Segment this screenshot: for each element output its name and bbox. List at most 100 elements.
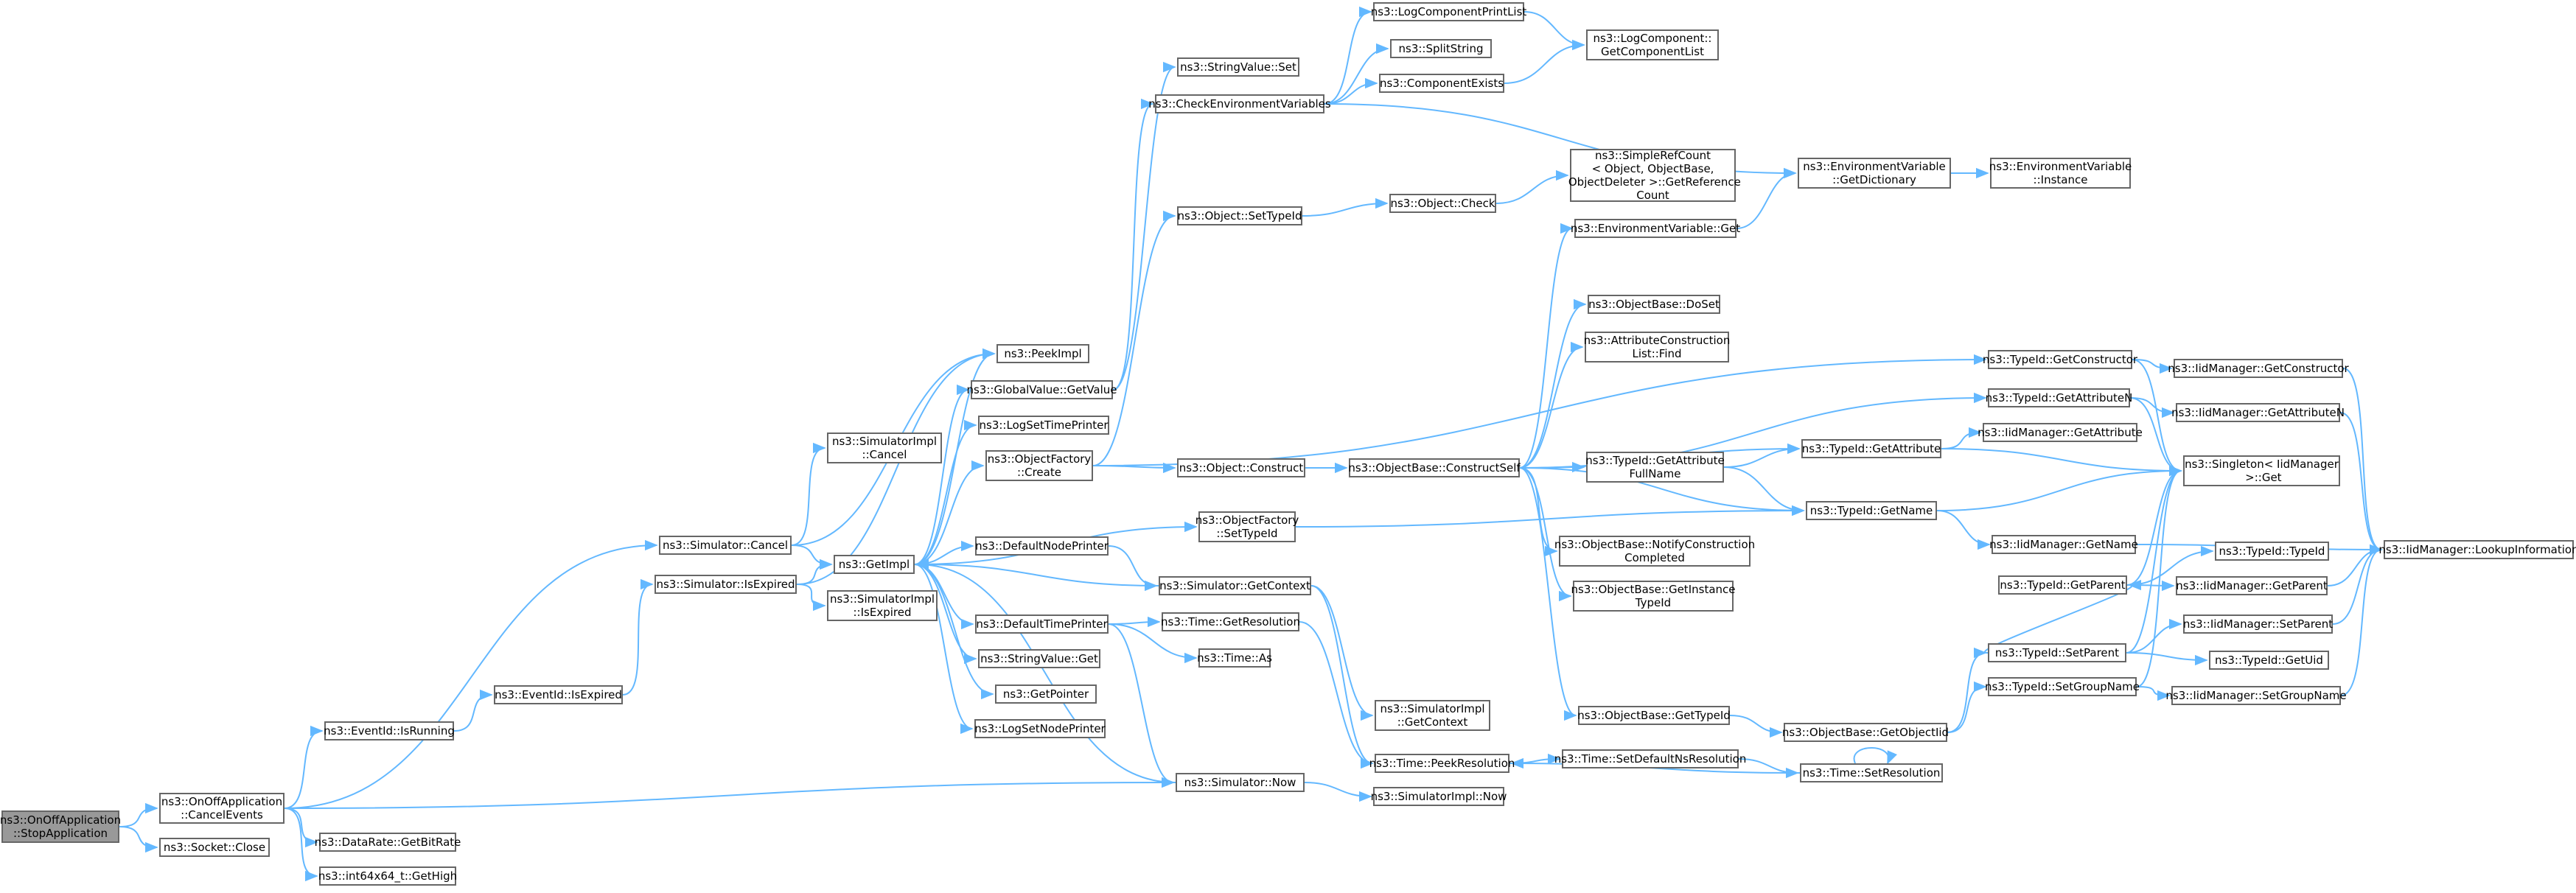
call-edge-objbasegettypeid-to-getobjectiid bbox=[1729, 715, 1783, 738]
call-edge-typeidgetattrfullname-to-typeidgetname bbox=[1723, 466, 1805, 516]
graph-node-simimplisexpired[interactable]: ns3::SimulatorImpl ::IsExpired bbox=[827, 590, 938, 621]
graph-node-simimplnow[interactable]: ns3::SimulatorImpl::Now bbox=[1371, 787, 1507, 806]
call-edge-typeidsetparent-to-typeidgetuid bbox=[2126, 652, 2208, 666]
graph-node-defaulttimeprinter[interactable]: ns3::DefaultTimePrinter bbox=[975, 614, 1109, 634]
call-edge-typeidgetname-to-singletonget bbox=[1936, 465, 2182, 511]
graph-node-simgetcontext[interactable]: ns3::Simulator::GetContext bbox=[1159, 576, 1311, 595]
graph-node-getinstancetypeid[interactable]: ns3::ObjectBase::GetInstance TypeId bbox=[1571, 581, 1736, 612]
call-edge-defaulttimeprinter-to-timeas bbox=[1108, 623, 1198, 664]
call-edge-typeidsetparent-to-typeidgetparent bbox=[1984, 579, 2142, 654]
call-edge-typeidgetattribute-to-iidgetattribute bbox=[1941, 427, 1982, 449]
graph-node-socketclose[interactable]: ns3::Socket::Close bbox=[159, 838, 270, 857]
graph-node-getbitrate[interactable]: ns3::DataRate::GetBitRate bbox=[315, 833, 461, 852]
call-edge-getobjectiid-to-typeidsetparent bbox=[1947, 647, 1987, 733]
graph-node-singletonget[interactable]: ns3::Singleton< IidManager >::Get bbox=[2183, 455, 2340, 486]
graph-node-typeidtypeid[interactable]: ns3::TypeId::TypeId bbox=[2215, 542, 2329, 561]
call-edge-logcompprintlist-to-logcompgetlist bbox=[1523, 11, 1585, 51]
graph-node-envvarinstance[interactable]: ns3::EnvironmentVariable ::Instance bbox=[1989, 158, 2132, 189]
call-edge-stopapp-to-socketclose bbox=[119, 826, 158, 853]
graph-node-constructself[interactable]: ns3::ObjectBase::ConstructSelf bbox=[1348, 458, 1521, 477]
graph-node-setdefaultnsres[interactable]: ns3::Time::SetDefaultNsResolution bbox=[1554, 749, 1746, 768]
call-edge-objcheck-to-simplerefcount bbox=[1495, 169, 1569, 204]
graph-node-iidlookupinfo[interactable]: ns3::IidManager::LookupInformation bbox=[2378, 540, 2576, 559]
graph-node-iidgetattribute[interactable]: ns3::IidManager::GetAttribute bbox=[1978, 423, 2143, 442]
call-edge-defaultnodeprinter-to-simgetcontext bbox=[1108, 545, 1158, 592]
graph-node-simnow[interactable]: ns3::Simulator::Now bbox=[1176, 773, 1305, 792]
graph-node-typeidgetconstructor[interactable]: ns3::TypeId::GetConstructor bbox=[1983, 350, 2137, 369]
graph-node-peekimpl[interactable]: ns3::PeekImpl bbox=[996, 344, 1089, 363]
graph-node-getimpl[interactable]: ns3::GetImpl bbox=[834, 555, 915, 574]
call-edge-constructself-to-attrconstructfind bbox=[1519, 341, 1584, 469]
graph-node-iidsetparent[interactable]: ns3::IidManager::SetParent bbox=[2183, 614, 2333, 634]
graph-node-objfactorysettypeid[interactable]: ns3::ObjectFactory ::SetTypeId bbox=[1195, 511, 1299, 542]
graph-node-checkenv[interactable]: ns3::CheckEnvironmentVariables bbox=[1148, 94, 1331, 113]
graph-node-getobjectiid[interactable]: ns3::ObjectBase::GetObjectIid bbox=[1782, 723, 1949, 742]
call-edge-setdefaultnsres-to-timesetresolution bbox=[1738, 758, 1799, 779]
graph-node-eventidisexpired[interactable]: ns3::EventId::IsExpired bbox=[494, 685, 623, 704]
graph-node-typeidgetuid[interactable]: ns3::TypeId::GetUid bbox=[2209, 651, 2329, 670]
call-edge-getimpl-to-globalgetvalue bbox=[914, 384, 970, 565]
graph-node-stringvalueset[interactable]: ns3::StringValue::Set bbox=[1177, 57, 1299, 77]
graph-node-eventidisrunning[interactable]: ns3::EventId::IsRunning bbox=[324, 721, 455, 740]
call-edge-cancelevents-to-simcancel bbox=[284, 539, 658, 809]
graph-node-objconstruct[interactable]: ns3::Object::Construct bbox=[1177, 458, 1305, 477]
graph-node-cancelevents[interactable]: ns3::OnOffApplication ::CancelEvents bbox=[159, 793, 285, 824]
call-edge-simgetcontext-to-peekresolution bbox=[1310, 585, 1374, 769]
graph-node-iidgetconstructor[interactable]: ns3::IidManager::GetConstructor bbox=[2168, 359, 2349, 378]
graph-node-stopapp: ns3::OnOffApplication ::StopApplication bbox=[0, 810, 121, 843]
graph-node-timesetresolution[interactable]: ns3::Time::SetResolution bbox=[1800, 763, 1943, 782]
graph-node-typeidgetattributen[interactable]: ns3::TypeId::GetAttributeN bbox=[1986, 388, 2132, 407]
graph-node-iidsetgroupname[interactable]: ns3::IidManager::SetGroupName bbox=[2165, 686, 2347, 705]
call-edge-objfactorycreate-to-objsettypeid bbox=[1092, 210, 1176, 466]
call-edge-simisexpired-to-simimplisexpired bbox=[796, 584, 826, 612]
graph-node-simisexpired[interactable]: ns3::Simulator::IsExpired bbox=[655, 575, 797, 594]
graph-node-simcancel[interactable]: ns3::Simulator::Cancel bbox=[659, 536, 792, 555]
call-edge-iidgetconstructor-to-iidlookupinfo bbox=[2342, 368, 2383, 556]
graph-node-objcheck[interactable]: ns3::Object::Check bbox=[1389, 194, 1496, 213]
graph-node-logcompprintlist[interactable]: ns3::LogComponentPrintList bbox=[1371, 2, 1526, 21]
graph-node-objbasegettypeid[interactable]: ns3::ObjectBase::GetTypeId bbox=[1577, 706, 1731, 725]
graph-node-gethigh[interactable]: ns3::int64x64_t::GetHigh bbox=[318, 866, 457, 886]
call-edge-stopapp-to-cancelevents bbox=[119, 802, 158, 827]
graph-node-simimplgetcontext[interactable]: ns3::SimulatorImpl ::GetContext bbox=[1375, 700, 1490, 731]
call-edge-getimpl-to-getpointer bbox=[914, 564, 994, 700]
call-edge-constructself-to-envvarget bbox=[1519, 223, 1574, 469]
graph-node-iidgetname[interactable]: ns3::IidManager::GetName bbox=[1989, 535, 2138, 554]
graph-node-componentexists[interactable]: ns3::ComponentExists bbox=[1379, 74, 1504, 93]
graph-node-iidgetparent[interactable]: ns3::IidManager::GetParent bbox=[2176, 576, 2328, 595]
call-edge-eventidisrunning-to-eventidisexpired bbox=[453, 689, 493, 732]
graph-node-typeidsetgroupname[interactable]: ns3::TypeId::SetGroupName bbox=[1985, 677, 2140, 696]
graph-node-timegetresolution[interactable]: ns3::Time::GetResolution bbox=[1161, 612, 1300, 631]
graph-node-logsetnodeprinter[interactable]: ns3::LogSetNodePrinter bbox=[974, 719, 1106, 738]
graph-node-simplerefcount[interactable]: ns3::SimpleRefCount < Object, ObjectBase… bbox=[1568, 149, 1741, 202]
graph-node-logsettimeprinter[interactable]: ns3::LogSetTimePrinter bbox=[978, 416, 1109, 435]
graph-node-typeidgetparent[interactable]: ns3::TypeId::GetParent bbox=[1998, 575, 2127, 595]
graph-node-objsettypeid[interactable]: ns3::Object::SetTypeId bbox=[1177, 206, 1302, 225]
graph-node-splitstring[interactable]: ns3::SplitString bbox=[1390, 39, 1492, 58]
graph-node-stringvalueget[interactable]: ns3::StringValue::Get bbox=[978, 649, 1100, 668]
graph-node-logcompgetlist[interactable]: ns3::LogComponent:: GetComponentList bbox=[1586, 29, 1719, 60]
graph-node-defaultnodeprinter[interactable]: ns3::DefaultNodePrinter bbox=[975, 536, 1109, 556]
graph-node-getpointer[interactable]: ns3::GetPointer bbox=[995, 684, 1097, 704]
graph-node-notifyconstructioncompleted[interactable]: ns3::ObjectBase::NotifyConstruction Comp… bbox=[1554, 536, 1755, 567]
graph-node-typeidgetattrfullname[interactable]: ns3::TypeId::GetAttribute FullName bbox=[1585, 452, 1725, 483]
graph-node-iidgetattributen[interactable]: ns3::IidManager::GetAttributeN bbox=[2171, 403, 2345, 422]
call-edge-objfactorysettypeid-to-typeidgetname bbox=[1295, 505, 1805, 528]
graph-node-globalgetvalue[interactable]: ns3::GlobalValue::GetValue bbox=[966, 380, 1117, 399]
graph-node-typeidsetparent[interactable]: ns3::TypeId::SetParent bbox=[1988, 643, 2126, 662]
graph-node-peekresolution[interactable]: ns3::Time::PeekResolution bbox=[1369, 754, 1515, 773]
graph-node-timeas[interactable]: ns3::Time::As bbox=[1197, 648, 1272, 668]
graph-node-typeidgetname[interactable]: ns3::TypeId::GetName bbox=[1806, 501, 1937, 520]
graph-node-objfactorycreate[interactable]: ns3::ObjectFactory ::Create bbox=[985, 450, 1093, 481]
graph-node-attrconstructfind[interactable]: ns3::AttributeConstruction List::Find bbox=[1584, 332, 1730, 363]
call-edge-typeidgetattrfullname-to-typeidgetattribute bbox=[1723, 443, 1801, 468]
graph-node-envvarget[interactable]: ns3::EnvironmentVariable::Get bbox=[1571, 219, 1740, 238]
graph-node-objbasedoset[interactable]: ns3::ObjectBase::DoSet bbox=[1588, 295, 1720, 314]
graph-node-simimplcancel[interactable]: ns3::SimulatorImpl ::Cancel bbox=[827, 433, 942, 463]
call-edge-constructself-to-objbasegettypeid bbox=[1519, 467, 1577, 721]
graph-node-typeidgetattribute[interactable]: ns3::TypeId::GetAttribute bbox=[1801, 439, 1941, 458]
call-edge-simnow-to-simimplnow bbox=[1304, 782, 1372, 802]
call-edge-cancelevents-to-gethigh bbox=[284, 808, 318, 882]
call-edge-cancelevents-to-eventidisrunning bbox=[284, 725, 324, 809]
graph-node-envvargetdict[interactable]: ns3::EnvironmentVariable ::GetDictionary bbox=[1798, 158, 1951, 189]
